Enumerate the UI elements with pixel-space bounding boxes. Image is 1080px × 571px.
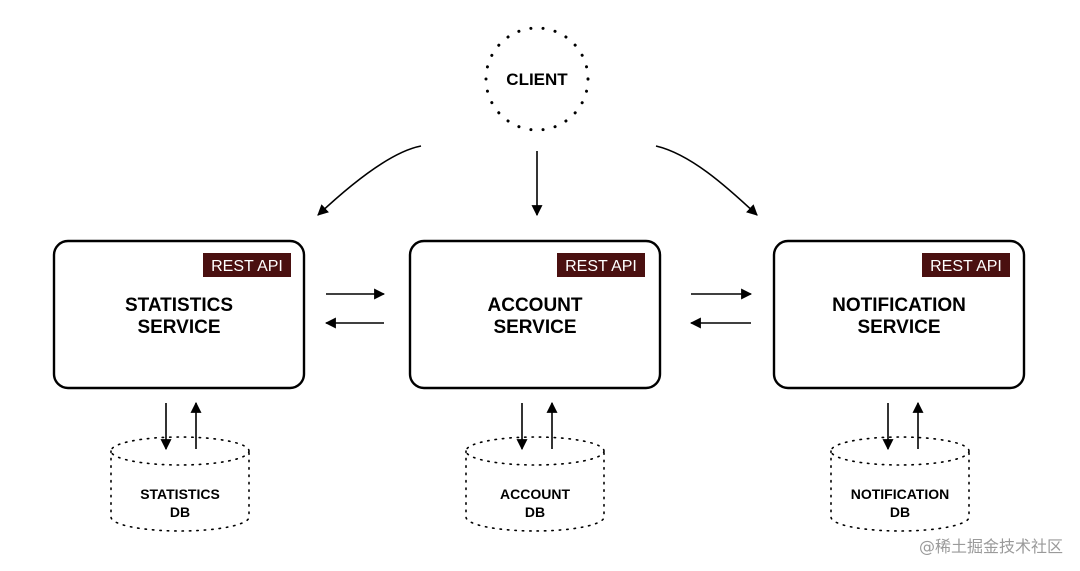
account-service-box	[408, 239, 662, 390]
statistics-db-body	[110, 450, 250, 532]
client-label: CLIENT	[506, 70, 568, 89]
account-rest-api-label: REST API	[565, 258, 637, 275]
account-rest-api-badge	[557, 253, 645, 277]
account-db-label-line2: DB	[525, 504, 545, 520]
watermark: @稀土掘金技术社区	[919, 537, 1063, 556]
notification-db-label-line2: DB	[890, 504, 910, 520]
notification-db-top	[830, 436, 970, 466]
statistics-service-title-line2: SERVICE	[137, 317, 220, 338]
account-db: ACCOUNT DB	[465, 436, 605, 532]
statistics-rest-api-badge	[203, 253, 291, 277]
notification-db-label-line1: NOTIFICATION	[851, 486, 950, 502]
statistics-service-title-line1: STATISTICS	[125, 295, 233, 316]
statistics-db-label-line1: STATISTICS	[140, 486, 220, 502]
statistics-db: STATISTICS DB	[110, 436, 250, 532]
account-service-title-line1: ACCOUNT	[488, 295, 583, 316]
statistics-db-top	[110, 436, 250, 466]
account-db-top	[465, 436, 605, 466]
notification-service-box	[772, 239, 1026, 390]
client-node: CLIENT	[484, 26, 590, 132]
notification-rest-api-badge	[922, 253, 1010, 277]
statistics-service-box	[52, 239, 306, 390]
notification-db: NOTIFICATION DB	[830, 436, 970, 532]
arrow-client-to-notification	[655, 145, 758, 216]
account-db-label-line1: ACCOUNT	[500, 486, 570, 502]
statistics-service-node: REST API STATISTICS SERVICE	[52, 239, 306, 390]
statistics-rest-api-label: REST API	[211, 258, 283, 275]
client-circle	[484, 26, 590, 132]
arrow-client-to-statistics	[317, 145, 422, 216]
account-service-node: REST API ACCOUNT SERVICE	[408, 239, 662, 390]
notification-service-title-line2: SERVICE	[857, 317, 940, 338]
notification-service-node: REST API NOTIFICATION SERVICE	[772, 239, 1026, 390]
notification-service-title-line1: NOTIFICATION	[832, 295, 966, 316]
account-db-body	[465, 450, 605, 532]
notification-db-body	[830, 450, 970, 532]
notification-rest-api-label: REST API	[930, 258, 1002, 275]
statistics-db-label-line2: DB	[170, 504, 190, 520]
account-service-title-line2: SERVICE	[493, 317, 576, 338]
